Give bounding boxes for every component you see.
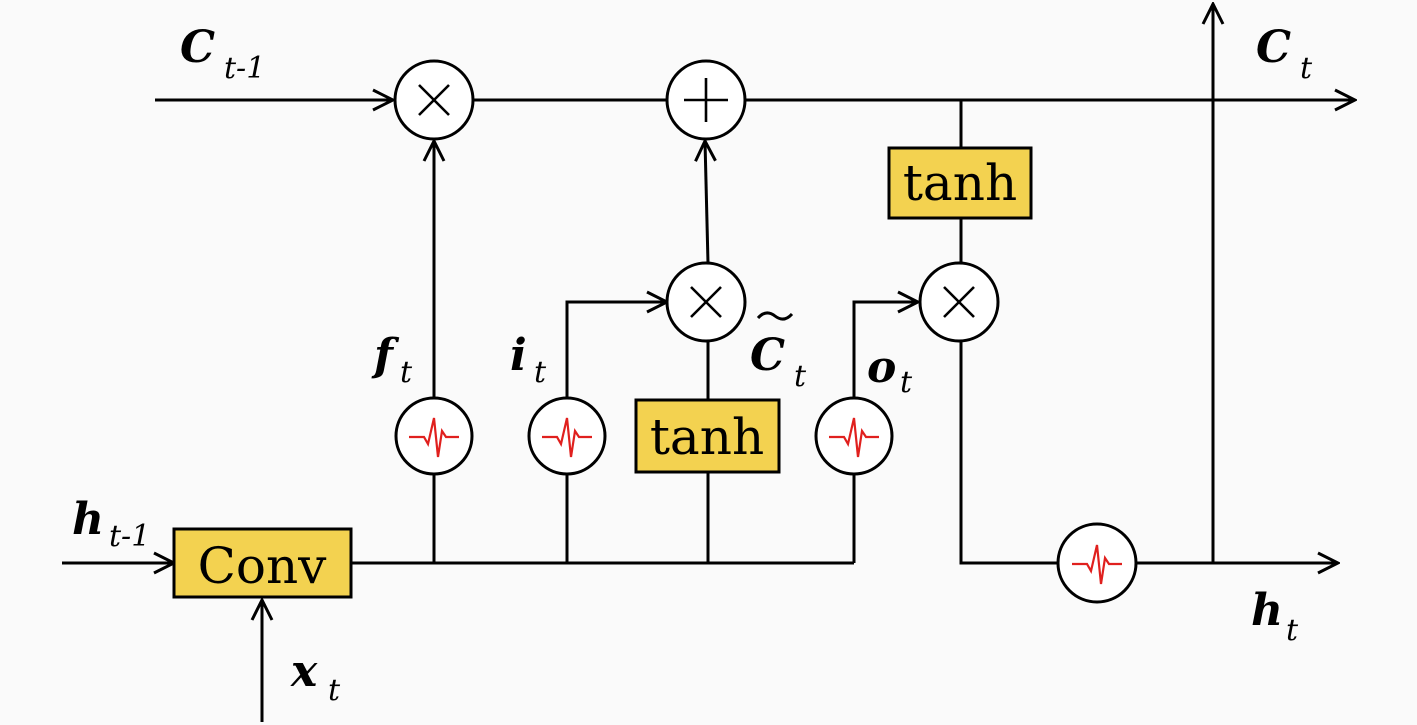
label-c-prev: C t-1 (180, 22, 265, 86)
i-t-sub: t (534, 355, 547, 390)
multiply-icon (690, 286, 722, 318)
h-t-main: h (1251, 585, 1283, 636)
o-t-main: o (867, 342, 896, 393)
multiply-icon (943, 286, 975, 318)
plus-icon (684, 78, 728, 122)
out-path (959, 341, 1058, 565)
label-x-t: x t (290, 646, 341, 708)
mult-forget (393, 59, 475, 141)
multiply-icon (418, 84, 450, 116)
h-t-sub: t (1286, 613, 1299, 648)
f-t-sub: t (400, 355, 413, 390)
x-t-sub: t (328, 673, 341, 708)
label-h-prev: h t-1 (72, 494, 150, 554)
mult-input (665, 261, 747, 343)
sigma-f (394, 396, 474, 476)
sigma-h (1056, 522, 1138, 604)
sigmoid-waveform-icon (1072, 544, 1122, 585)
x-t-main: x (290, 646, 318, 697)
c-tilde-sub: t (794, 359, 807, 394)
conv-box: Conv (172, 527, 353, 599)
h-prev-sub: t-1 (109, 519, 150, 554)
sigmoid-waveform-icon (542, 417, 592, 458)
label-o-t: o t (867, 342, 913, 400)
h-prev-main: h (72, 494, 104, 545)
label-i-t: i t (510, 330, 547, 390)
tanh-candidate-label: tanh (650, 408, 764, 466)
tanh-cell-box: tanh (887, 146, 1033, 220)
label-h-t: h t (1251, 585, 1299, 648)
o-t-sub: t (900, 365, 913, 400)
sigmoid-waveform-icon (409, 417, 459, 458)
tanh-cell-label: tanh (903, 154, 1017, 212)
tanh-candidate-box: tanh (634, 398, 781, 474)
label-c-tilde: C t (750, 311, 807, 394)
sigma-o (814, 396, 894, 476)
conv-label: Conv (198, 537, 328, 595)
sigmoid-waveform-icon (829, 417, 879, 458)
c-prev-sub: t-1 (224, 51, 265, 86)
sigma-i (527, 396, 607, 476)
cand-arrow (705, 141, 708, 264)
label-c-t: C t (1256, 22, 1313, 86)
label-f-t: f t (371, 330, 413, 390)
tilde-icon (756, 311, 794, 321)
i-t-main: i (510, 330, 527, 381)
o-arrow (852, 302, 918, 397)
c-t-sub: t (1300, 51, 1313, 86)
i-arrow (565, 302, 667, 397)
c-t-main: C (1256, 22, 1291, 73)
add-node (665, 59, 747, 141)
mult-output (918, 261, 1000, 343)
wires (62, 4, 1355, 722)
f-t-main: f (371, 330, 400, 381)
c-prev-main: C (180, 22, 215, 73)
c-tilde-main: C (750, 330, 785, 381)
